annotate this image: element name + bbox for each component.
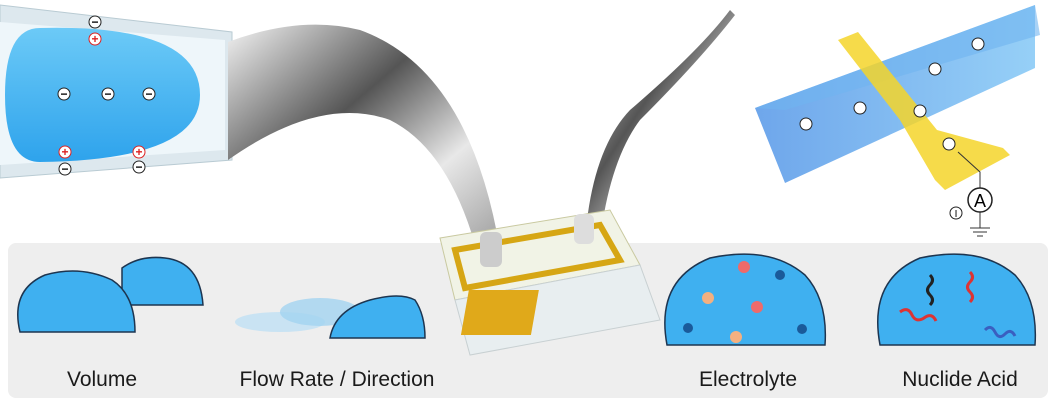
negative-charge: − [91,15,98,29]
tubing-inlet [228,24,500,256]
flow-droplets [235,295,426,339]
volume-droplets [17,256,204,333]
current-symbol: I [955,209,958,220]
svg-text:−: − [104,87,111,101]
tubing-outlet [585,10,735,240]
svg-text:−: − [61,162,68,176]
svg-text:−: − [60,87,67,101]
capillary-droplet: − + − − − + + − − [0,4,233,179]
label-nucleic-acid: Nuclide Acid [902,368,1018,391]
svg-text:+: + [61,145,68,159]
electrolyte-droplet [664,253,827,346]
ammeter-symbol: A [974,191,986,211]
svg-text:+: + [135,145,142,159]
label-flow-rate-direction: Flow Rate / Direction [239,368,435,391]
nanochannel-electrode: A I [755,5,1040,237]
svg-text:−: − [135,160,142,174]
label-volume: Volume [66,368,138,391]
label-electrolyte: Electrolyte [698,368,798,391]
svg-text:−: − [145,87,152,101]
nucleic-acid-droplet [877,253,1037,346]
microfluidic-chip [439,209,661,356]
positive-charge: + [91,32,98,46]
